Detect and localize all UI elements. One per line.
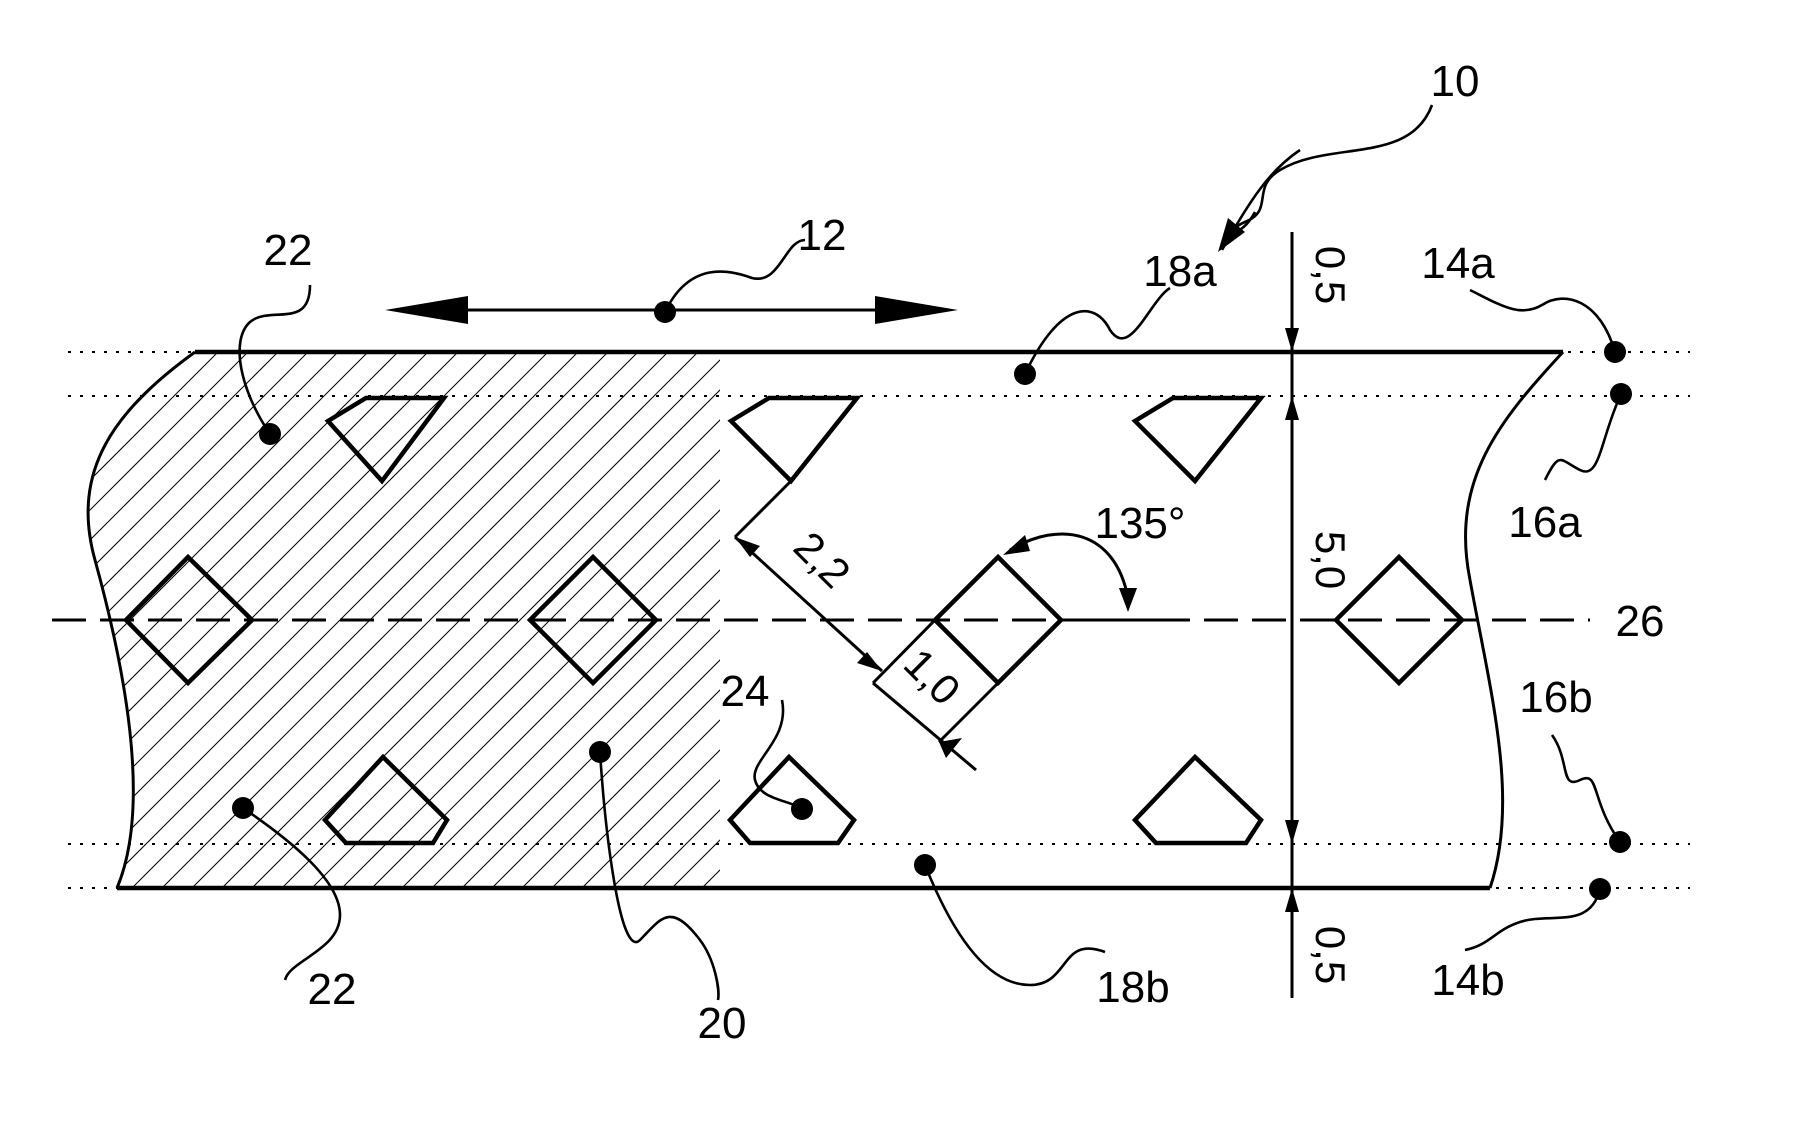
label-24: 24: [721, 667, 770, 716]
leader-22-bottom: [243, 808, 340, 980]
reference-18b: 18b: [914, 854, 1170, 1012]
hole-top-3: [1135, 398, 1261, 481]
pitch-dimension: 2,2 1,0: [735, 481, 998, 770]
reference-14b: 14b: [1431, 878, 1611, 1005]
leader-18b: [925, 865, 1105, 985]
pitch-arrow-end: [857, 652, 882, 671]
label-16a: 16a: [1508, 498, 1582, 547]
angle-label: 135°: [1094, 499, 1185, 548]
label-10: 10: [1431, 57, 1480, 106]
leader-16a: [1545, 394, 1621, 480]
leader-16b: [1552, 735, 1620, 842]
leader-14b: [1465, 889, 1600, 950]
direction-arrow-right-head: [875, 296, 958, 324]
leader-22-top: [240, 285, 310, 434]
hatch-line: [0, 352, 8, 888]
hatch-line: [402, 352, 938, 888]
label-16b: 16b: [1519, 673, 1592, 722]
angle-dimension: 135°: [1003, 499, 1186, 620]
pitch-label: 2,2: [785, 522, 860, 597]
height-label: 5,0: [1307, 531, 1354, 589]
hole-bottom-3: [1135, 757, 1261, 843]
hatch-line: [0, 352, 38, 888]
hole-top-1: [328, 398, 444, 481]
hole-bottom-2: [730, 757, 854, 843]
angle-arrow-start: [1003, 535, 1030, 555]
direction-leader: [665, 240, 805, 312]
hole-top-2: [731, 398, 857, 481]
reference-14a: 14a: [1421, 239, 1626, 363]
leader-14a: [1470, 290, 1615, 352]
pitch-extension-line-1: [735, 481, 791, 537]
label-12: 12: [798, 211, 847, 260]
label-22-top: 22: [264, 226, 313, 275]
direction-arrow: 12: [385, 211, 958, 324]
leader-24: [755, 700, 802, 809]
reference-16a: 16a: [1508, 383, 1632, 547]
margin-bottom-arrow: [1285, 888, 1299, 912]
label-14a: 14a: [1421, 239, 1495, 288]
direction-arrow-left-head: [385, 296, 468, 324]
reference-22-top: 22: [240, 226, 313, 445]
leader-20: [600, 752, 718, 1000]
label-18a: 18a: [1143, 247, 1217, 296]
label-22-bottom: 22: [308, 965, 357, 1014]
hole-bottom-1: [325, 757, 447, 843]
reference-10: 10: [1218, 57, 1479, 252]
label-18b: 18b: [1096, 963, 1169, 1012]
label-20: 20: [698, 999, 747, 1048]
margin-top-label: 0,5: [1307, 246, 1354, 304]
angle-arrow-end: [1119, 588, 1137, 612]
reference-18a: 18a: [1014, 247, 1217, 385]
label-14b: 14b: [1431, 956, 1504, 1005]
margin-top-arrow: [1285, 328, 1299, 352]
reference-16b: 16b: [1519, 673, 1631, 853]
pitch-arrow-start: [735, 537, 760, 557]
reference-20: 20: [589, 741, 746, 1048]
height-arrow-bottom: [1285, 820, 1299, 844]
hole-mid-1: [126, 557, 252, 683]
leader-10: [1234, 105, 1432, 231]
margin-bottom-label: 0,5: [1307, 926, 1354, 984]
height-arrow-top: [1285, 396, 1299, 420]
label-26: 26: [1616, 597, 1665, 646]
leader-18a: [1025, 288, 1170, 374]
reference-24: 24: [721, 667, 813, 820]
